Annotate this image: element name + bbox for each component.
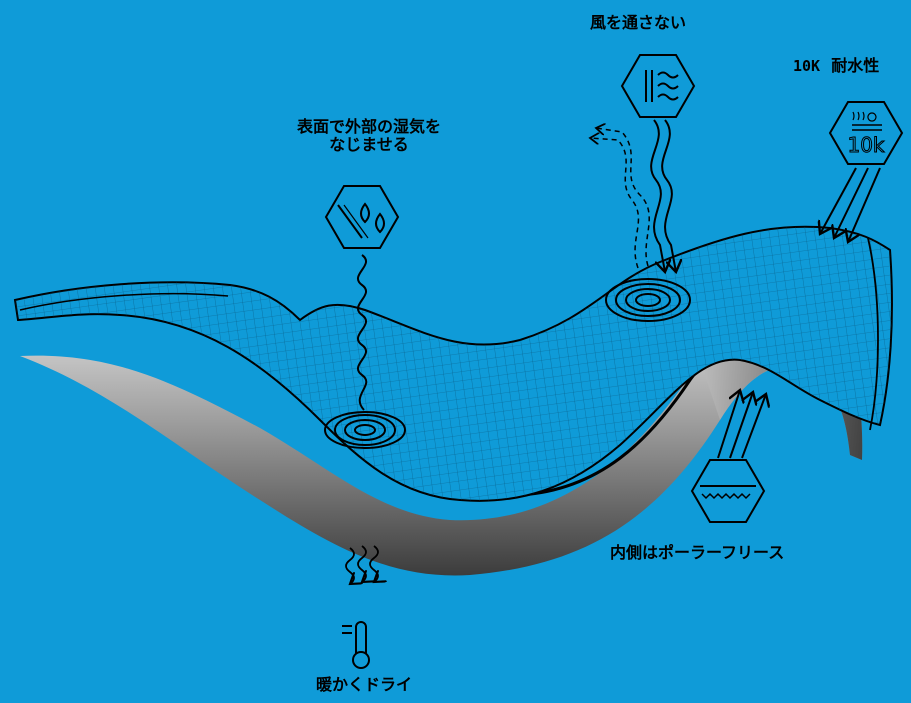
surface-moisture-wave <box>356 254 368 411</box>
warm-dry-label: 暖かくドライ <box>316 675 413 694</box>
inner-fleece-label: 内側はポーラーフリース <box>610 543 785 562</box>
waterproof-rain-arrows <box>820 167 881 242</box>
shell-layer <box>13 225 893 502</box>
windproof-icon <box>620 54 696 118</box>
waterproof-10k-icon: 10k <box>828 101 904 165</box>
polar-fleece-arrows <box>717 390 766 459</box>
surface-moisture-icon <box>324 185 400 249</box>
windproof-label: 風を通さない <box>590 13 687 32</box>
waterproof-label-suffix: 耐水性 <box>831 56 880 75</box>
surface-moisture-label: 表面で外部の湿気を なじませる <box>266 117 472 155</box>
impact-rings-right <box>605 278 691 322</box>
waterproof-label: 10K 耐水性 <box>793 56 879 75</box>
warmth-waves <box>345 545 378 584</box>
waterproof-icon-text: 10k <box>847 133 884 157</box>
polar-fleece-icon <box>690 459 766 523</box>
surface-moisture-line2: なじませる <box>329 135 409 155</box>
impact-rings-left <box>324 411 406 449</box>
windproof-wind-lines <box>590 119 676 272</box>
waterproof-label-prefix: 10K <box>793 57 821 75</box>
thermometer-icon <box>342 621 370 669</box>
surface-moisture-line1: 表面で外部の湿気を <box>296 117 441 136</box>
